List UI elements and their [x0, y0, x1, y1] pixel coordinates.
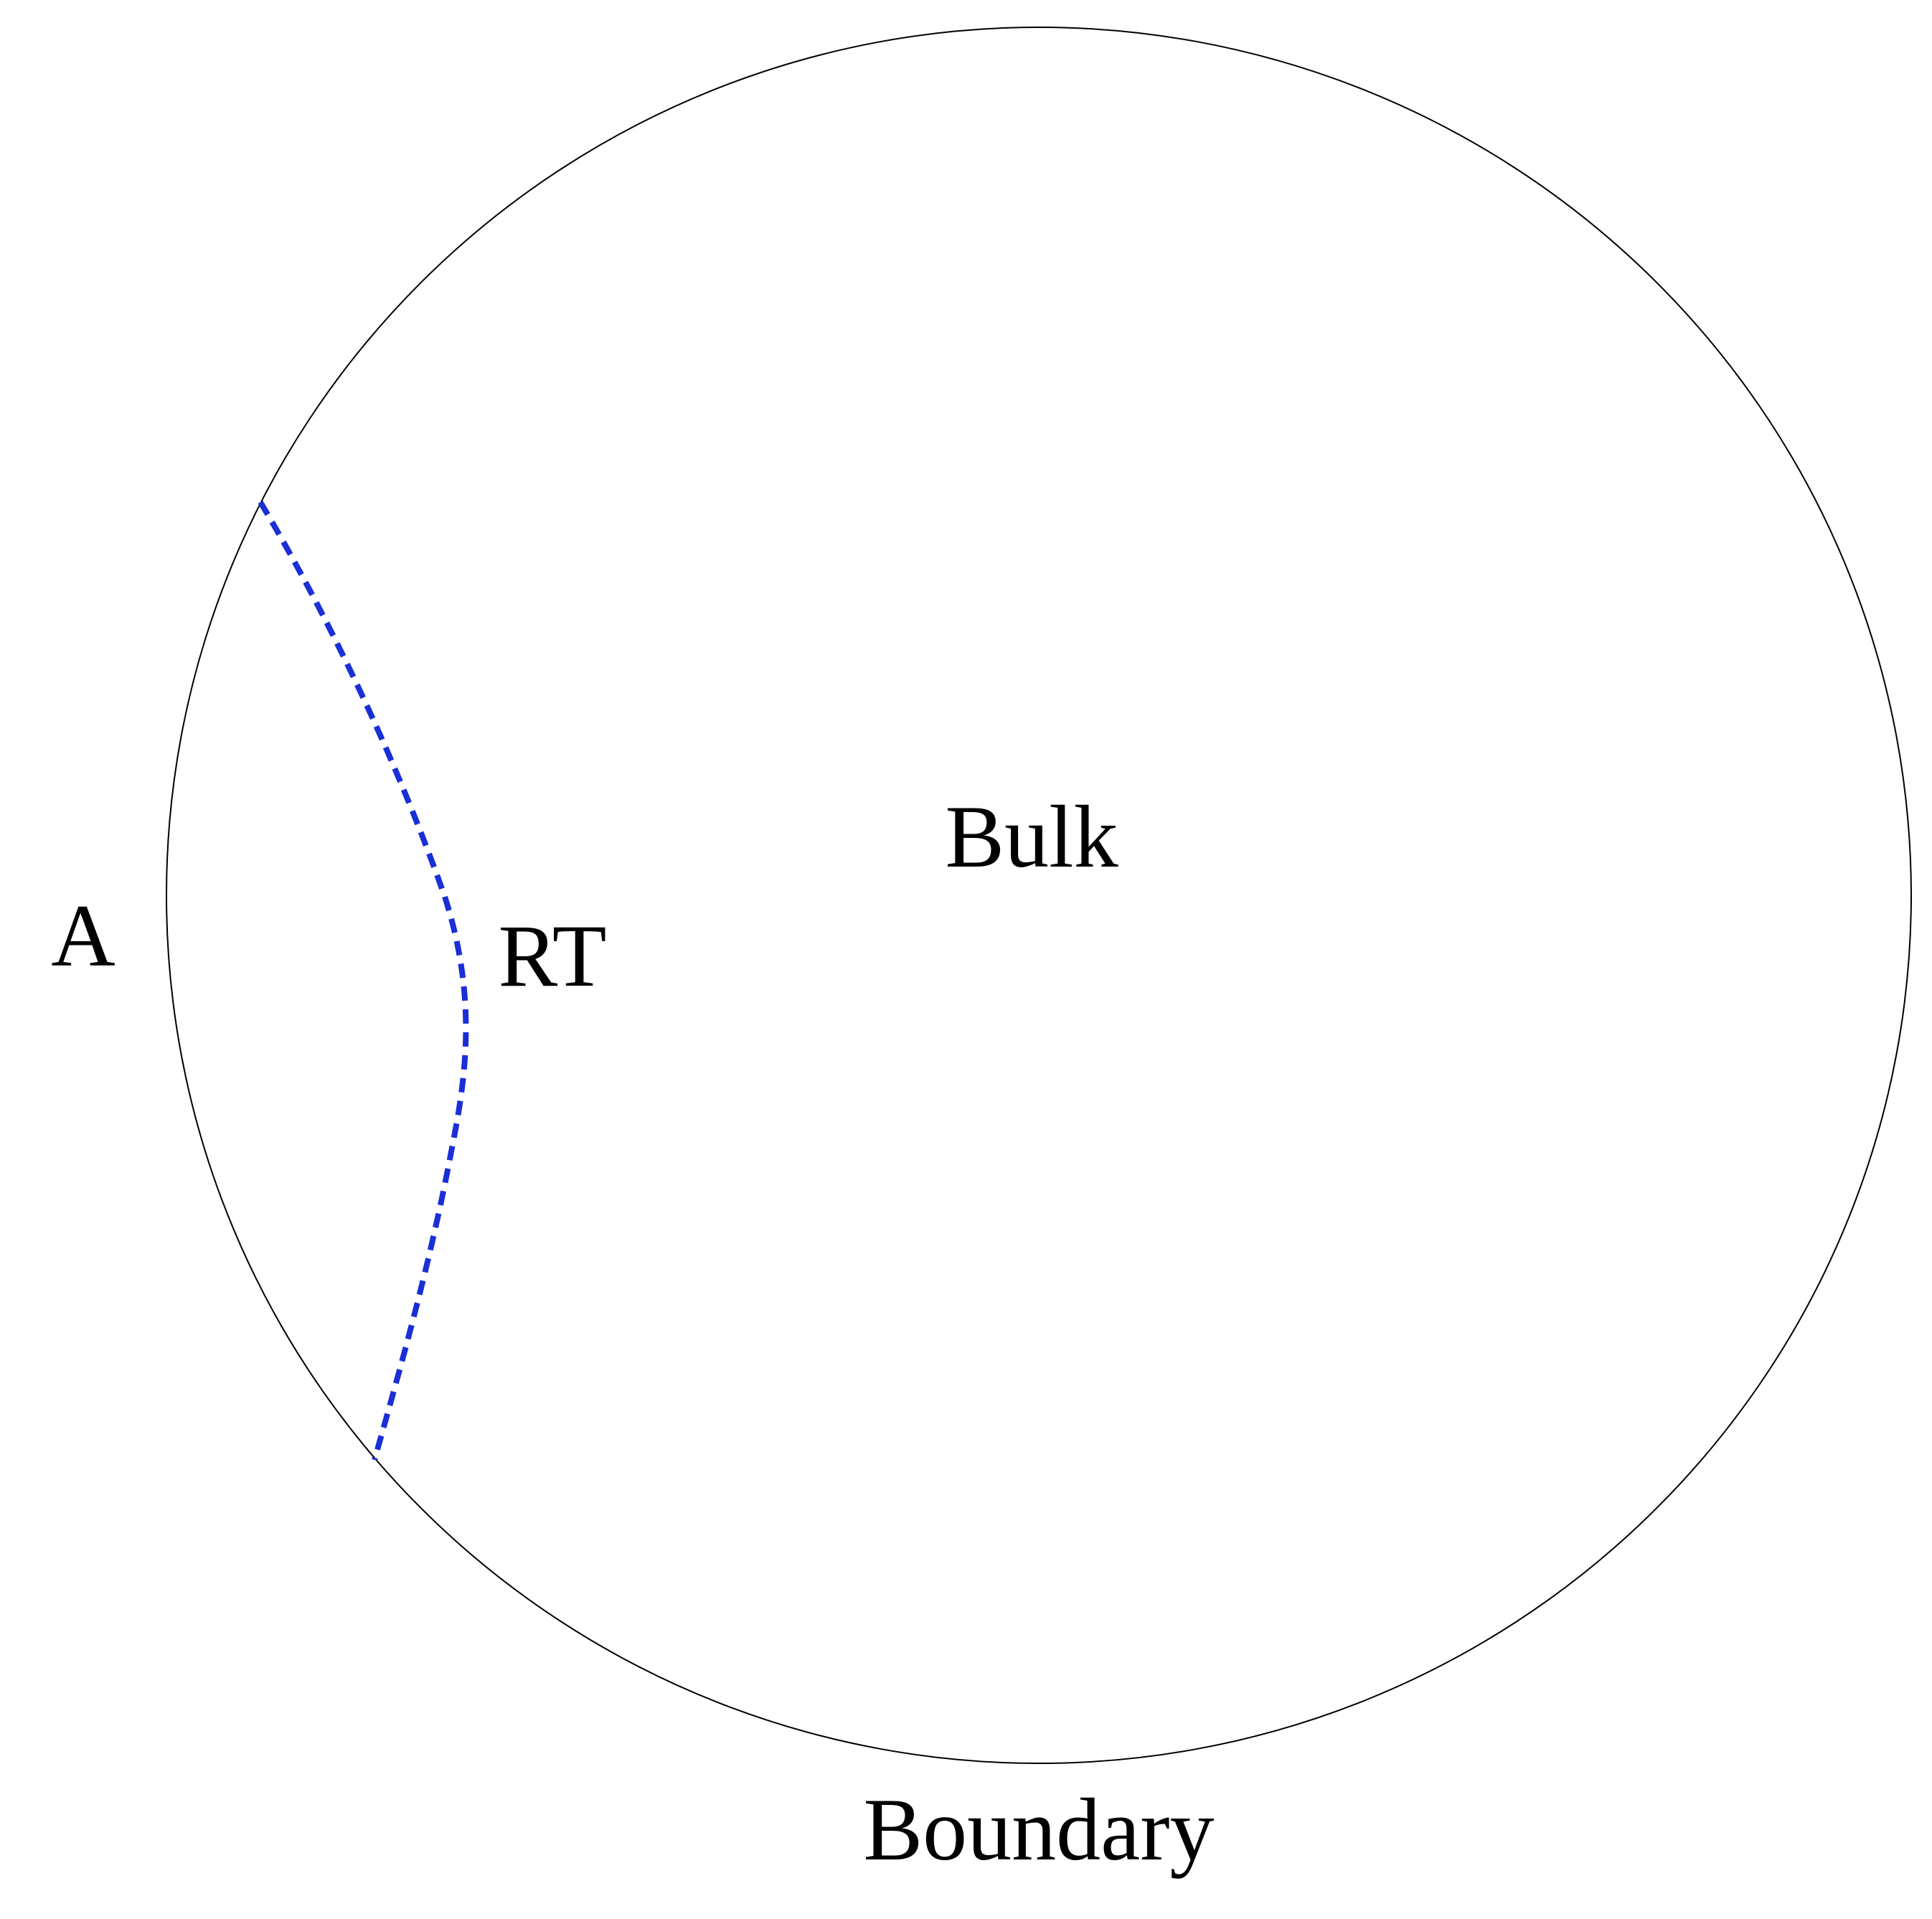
region-a-label: A	[51, 887, 116, 985]
bulk-label: Bulk	[945, 788, 1118, 886]
boundary-label: Boundary	[863, 1781, 1214, 1879]
rt-label: RT	[498, 907, 606, 1005]
rt-surface-curve	[258, 500, 469, 1461]
boundary-circle	[166, 27, 1912, 1764]
